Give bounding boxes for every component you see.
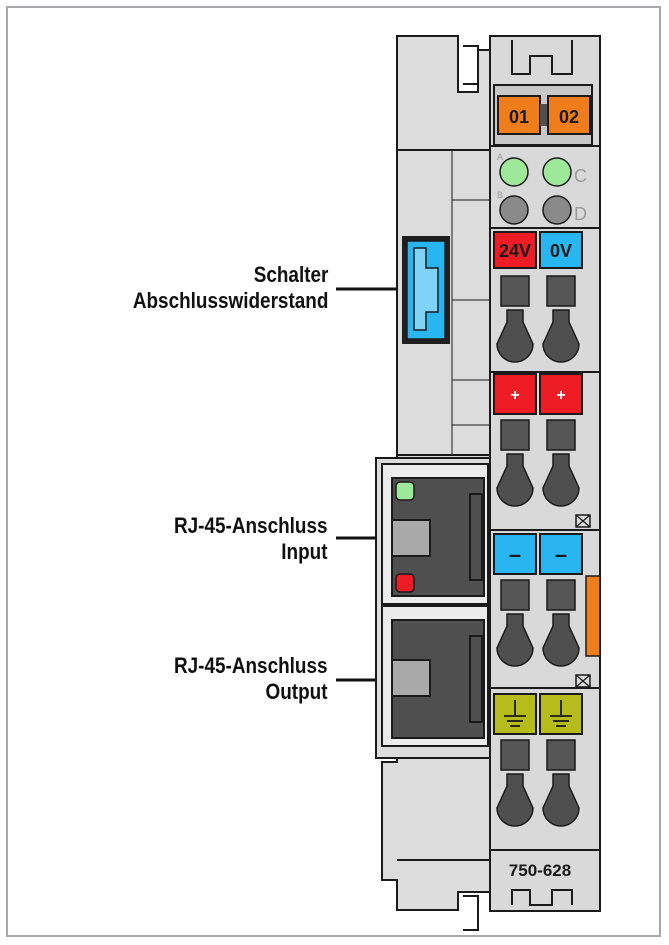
clamp-release-slot[interactable] [546,579,576,611]
clamp-release-slot[interactable] [500,419,530,451]
clamp-release-slot[interactable] [546,275,576,307]
status-led-b [499,195,529,225]
minus-sign: – [555,542,567,567]
wire-entry-hole [542,309,580,363]
label-line: RJ-45-Anschluss [174,513,328,538]
label-rj45-input: RJ-45-Anschluss Input [174,513,328,565]
minus-sign: – [509,542,521,567]
wire-entry-hole [496,613,534,667]
clamp-release-slot[interactable] [500,275,530,307]
ground-terminal-tag [493,693,537,735]
ground-terminal-tag [539,693,583,735]
channel-tag-text: 02 [559,107,579,127]
minus-terminal-tag [539,533,583,575]
wire-entry-hole [542,773,580,827]
strip-latch [511,40,573,75]
channel-tag-text: 01 [509,107,529,127]
led-letter: A [497,152,503,162]
latch-notch [463,895,479,931]
status-led-d [542,195,572,225]
status-led-a [499,157,529,187]
channel-tag-01: 01 [497,95,541,135]
termination-resistor-switch[interactable] [402,236,450,344]
led-letter: B [497,190,503,200]
minus-terminal-tag [493,533,537,575]
wire-entry-hole [496,773,534,827]
label-rj45-output: RJ-45-Anschluss Output [174,653,328,705]
label-line: Schalter [253,262,328,287]
label-24v-text: 24V [499,241,531,261]
ground-icon [550,700,572,727]
tag-separator [540,104,548,126]
wire-entry-hole [496,309,534,363]
clamp-release-slot[interactable] [546,419,576,451]
plus-terminal-tag [539,373,583,415]
channel-tag-02: 02 [547,95,591,135]
ground-icon [504,700,526,727]
link-led-green [395,481,415,501]
plus-terminal-tag [493,373,537,415]
label-24v [493,231,537,269]
terminal-clamps [496,275,580,827]
label-0v-text: 0V [550,241,572,261]
latch-notch [463,45,479,85]
side-bus-contact [585,575,601,657]
clamp-release-slot[interactable] [500,579,530,611]
clamp-release-slot[interactable] [546,739,576,771]
rj45-input-port[interactable] [391,477,485,597]
wire-entry-hole [496,453,534,507]
label-line: RJ-45-Anschluss [174,653,328,678]
label-line: Output [265,679,328,704]
led-letter: D [574,204,587,224]
led-letter: C [574,166,587,186]
status-led-c [542,157,572,187]
part-number: 750-628 [509,861,571,880]
clamp-release-slot[interactable] [500,739,530,771]
label-line: Input [281,539,328,564]
plus-sign: + [510,387,519,404]
rj45-output-port[interactable] [391,619,485,739]
label-line: Abschlusswiderstand [132,288,328,313]
wire-entry-hole [542,613,580,667]
activity-led-red [395,573,415,593]
wire-entry-hole [542,453,580,507]
plus-sign: + [556,387,565,404]
strip-latch [511,889,573,906]
label-0v [539,231,583,269]
label-terminating-resistor-switch: Schalter Abschlusswiderstand [132,262,328,314]
